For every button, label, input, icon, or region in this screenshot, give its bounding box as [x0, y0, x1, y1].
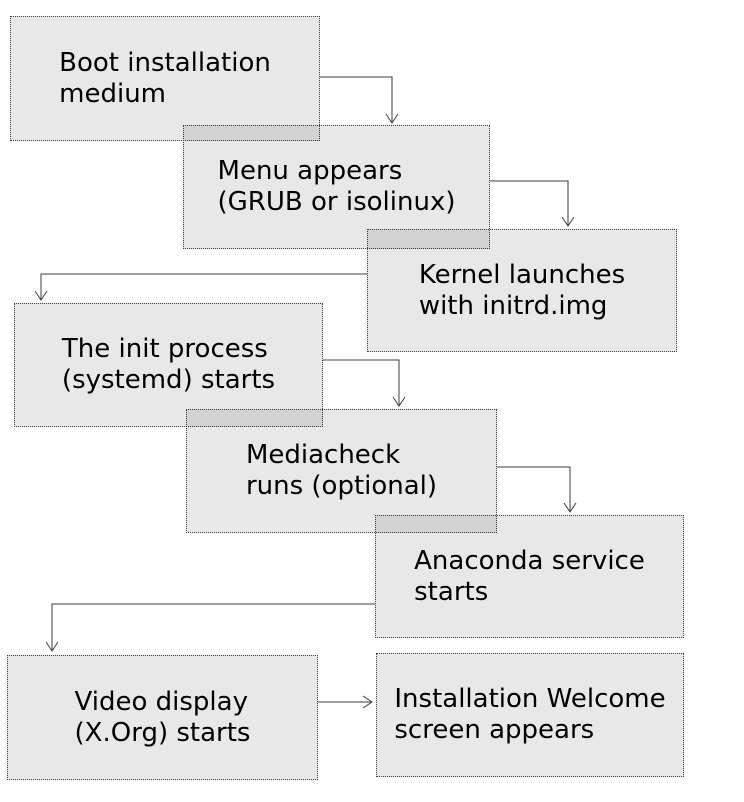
node-label: The init process (systemd) starts: [62, 334, 275, 396]
connector-kernel-to-init: [34, 273, 367, 301]
node-kernel-launches: Kernel launches with initrd.img: [367, 229, 677, 352]
node-label-line: screen appears: [394, 715, 595, 745]
node-video-display: Video display (X.Org) starts: [7, 655, 318, 780]
node-label: Menu appears (GRUB or isolinux): [218, 156, 456, 218]
node-label-line: runs (optional): [245, 471, 438, 501]
node-label-line: with initrd.img: [418, 290, 608, 321]
node-label-line: Video display: [74, 686, 248, 717]
node-label-line: Anaconda service: [414, 545, 645, 576]
connector-menu-to-kernel: [490, 180, 575, 227]
node-label-line: Kernel launches: [418, 259, 626, 290]
node-label-line: Boot installation: [59, 47, 271, 78]
node-init-process: The init process (systemd) starts: [14, 303, 323, 427]
node-label: Boot installation medium: [59, 48, 271, 110]
node-label: Installation Welcome screen appears: [394, 684, 665, 746]
connector-anaconda-to-video: [45, 603, 375, 652]
connector-init-to-mediacheck: [323, 359, 406, 407]
node-menu-appears: Menu appears (GRUB or isolinux): [183, 125, 490, 249]
node-label: Video display (X.Org) starts: [75, 687, 251, 749]
node-label-line: (GRUB or isolinux): [217, 187, 456, 217]
node-label-line: Menu appears: [217, 156, 403, 186]
node-label-line: (X.Org) starts: [74, 717, 251, 748]
node-boot-installation-medium: Boot installation medium: [10, 16, 320, 141]
node-anaconda-service: Anaconda service starts: [375, 515, 684, 638]
node-label-line: starts: [414, 576, 489, 607]
node-mediacheck: Mediacheck runs (optional): [186, 409, 497, 533]
node-label-line: (systemd) starts: [61, 365, 276, 395]
node-label-line: Installation Welcome: [394, 684, 666, 714]
node-label: Kernel launches with initrd.img: [419, 260, 625, 322]
node-label-line: The init process: [61, 334, 268, 364]
node-welcome-screen: Installation Welcome screen appears: [376, 653, 684, 777]
node-label: Mediacheck runs (optional): [246, 440, 437, 502]
node-label-line: medium: [59, 78, 167, 109]
node-label: Anaconda service starts: [414, 546, 645, 608]
connector-boot-to-menu: [320, 76, 399, 124]
node-label-line: Mediacheck: [245, 440, 401, 470]
connector-mediacheck-to-anaconda: [497, 466, 577, 513]
